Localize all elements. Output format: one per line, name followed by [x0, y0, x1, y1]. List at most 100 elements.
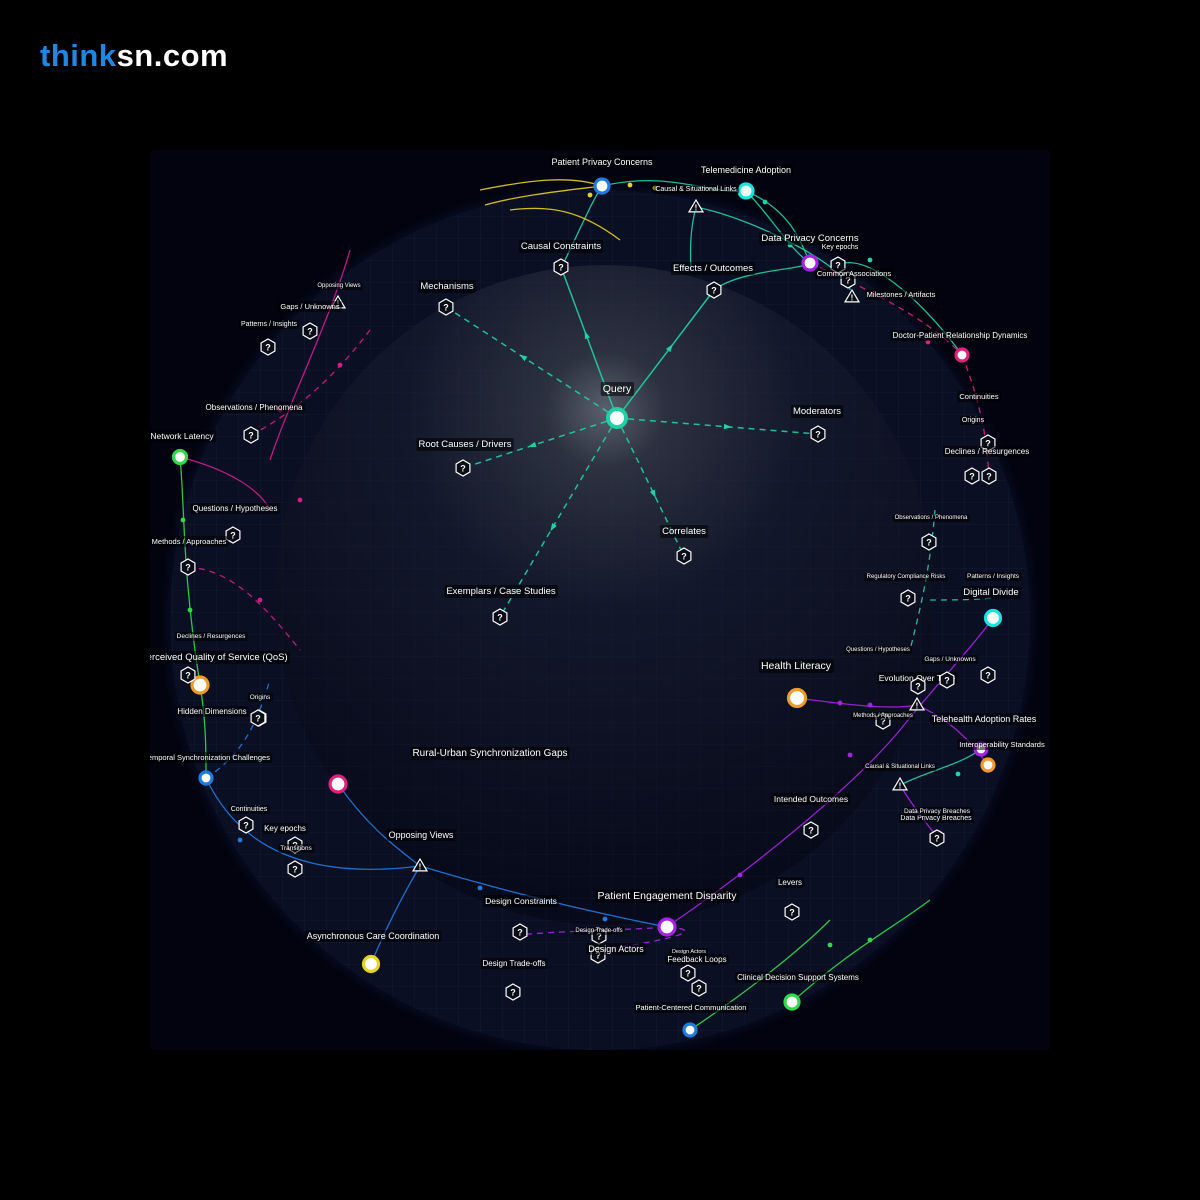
topic-node-patient-privacy-concerns[interactable] — [593, 177, 611, 195]
question-hex-icon[interactable]: ? — [260, 338, 276, 356]
facet-label-design-constraints-bg — [483, 895, 559, 907]
svg-text:?: ? — [985, 671, 991, 681]
warning-icon[interactable]: ! — [411, 857, 429, 872]
topic-node-data-privacy-concerns[interactable] — [801, 254, 819, 272]
topic-node-doctor-patient-relationship-dynamics[interactable] — [954, 347, 970, 363]
topic-node-asynchronous-care-coordination[interactable] — [361, 954, 381, 974]
question-hex-icon[interactable]: ? — [691, 979, 707, 997]
topic-node-telemedicine-adoption[interactable] — [737, 182, 755, 200]
question-hex-icon[interactable]: ? — [225, 526, 241, 544]
question-hex-icon[interactable]: ? — [455, 459, 471, 477]
topic-node-digital-divide[interactable] — [983, 608, 1003, 628]
knowledge-graph-canvas[interactable]: Query?Mechanisms?Causal Constraints?Effe… — [150, 150, 1050, 1050]
question-hex-icon[interactable]: ? — [180, 558, 196, 576]
question-hex-icon[interactable]: ? — [438, 298, 454, 316]
graph-edge — [791, 899, 931, 1003]
warning-icon[interactable]: ! — [687, 198, 705, 213]
question-hex-icon[interactable]: ? — [512, 923, 528, 941]
svg-text:?: ? — [934, 834, 940, 844]
branch-label-effects-outcomes: Effects / Outcomes — [673, 263, 753, 274]
topic-node-telehealth-adoption-rates[interactable] — [980, 757, 996, 773]
topic-node-patient-engagement-disparity[interactable] — [657, 917, 677, 937]
facet-label-declines-resurgences-bg — [174, 632, 249, 641]
facet-label-design-actors: Design Actors — [588, 944, 644, 954]
facet-label-declines-resurgences: Declines / Resurgences — [945, 447, 1029, 456]
warning-icon[interactable]: ! — [843, 288, 861, 303]
facet-label-data-privacy-breaches: Data Privacy Breaches — [904, 808, 971, 815]
question-hex-icon[interactable]: ? — [929, 829, 945, 847]
svg-text:?: ? — [517, 928, 523, 938]
question-hex-icon[interactable]: ? — [553, 258, 569, 276]
facet-label-methods-approaches-bg — [851, 712, 915, 720]
topic-node-patient-centered-communication[interactable] — [682, 1022, 698, 1038]
facet-label-origins-bg — [959, 416, 987, 425]
svg-text:?: ? — [845, 276, 851, 286]
edge-arrow — [528, 441, 537, 447]
warning-icon[interactable]: ! — [908, 696, 926, 711]
question-hex-icon[interactable]: ? — [939, 671, 955, 689]
question-hex-icon[interactable]: ? — [680, 964, 696, 982]
edge-dot — [602, 916, 608, 922]
question-hex-icon[interactable]: ? — [810, 425, 826, 443]
facet-label-design-trade-offs-bg — [480, 958, 548, 969]
question-hex-icon[interactable]: ? — [238, 816, 254, 834]
facet-label-data-privacy-breaches-bg — [901, 807, 973, 816]
topic-node-health-literacy[interactable] — [786, 687, 808, 709]
question-hex-icon[interactable]: ? — [980, 666, 996, 684]
edge-arrow — [550, 522, 557, 532]
question-hex-icon[interactable]: ? — [784, 903, 800, 921]
facet-label-origins: Origins — [962, 417, 985, 424]
facet-label-questions-hypotheses: Questions / Hypotheses — [846, 647, 910, 653]
facet-label-common-associations-bg — [814, 268, 894, 279]
graph-panel[interactable]: Query?Mechanisms?Causal Constraints?Effe… — [150, 150, 1050, 1050]
facet-label-key-epochs: Key epochs — [264, 824, 306, 833]
warning-icon[interactable]: ! — [891, 776, 909, 791]
facet-label-causal-situational-links-bg — [863, 763, 937, 771]
topic-node-network-latency[interactable] — [171, 448, 189, 466]
facet-label-hidden-dimensions: Hidden Dimensions — [177, 707, 246, 716]
question-hex-icon[interactable]: ? — [803, 821, 819, 839]
question-hex-icon[interactable]: ? — [964, 467, 980, 485]
brand-suffix: sn.com — [116, 38, 229, 73]
facet-label-design-trade-offs: Design Trade-offs — [575, 928, 622, 934]
question-hex-icon[interactable]: ? — [900, 589, 916, 607]
question-hex-icon[interactable]: ? — [921, 533, 937, 551]
svg-text:?: ? — [185, 563, 191, 573]
question-hex-icon[interactable]: ? — [243, 426, 259, 444]
svg-text:?: ? — [510, 988, 516, 998]
topic-node-perceived-quality-of-service-qos[interactable] — [190, 675, 210, 695]
edge-dot — [847, 752, 853, 758]
edge-arrow — [723, 423, 733, 430]
topic-label-health-literacy-bg — [758, 659, 834, 673]
branch-label-root-causes-drivers-bg — [416, 438, 514, 451]
question-hex-icon[interactable]: ? — [250, 709, 266, 727]
svg-text:!: ! — [916, 702, 919, 711]
facet-label-levers: Levers — [778, 878, 802, 887]
graph-edge — [337, 783, 421, 867]
question-hex-icon[interactable]: ? — [981, 467, 997, 485]
question-hex-icon[interactable]: ? — [492, 608, 508, 626]
question-hex-icon[interactable]: ? — [302, 322, 318, 340]
topic-label-network-latency: Network Latency — [150, 431, 214, 441]
facet-label-milestones-artifacts-bg — [864, 289, 938, 300]
facet-label-regulatory-compliance-risks-bg — [864, 573, 948, 581]
question-hex-icon[interactable]: ? — [505, 983, 521, 1001]
question-hex-icon[interactable]: ? — [706, 281, 722, 299]
topic-node-clinical-decision-support-systems[interactable] — [783, 993, 801, 1011]
facet-label-opposing-views: Opposing Views — [317, 283, 360, 289]
edge-dot — [837, 700, 843, 706]
facet-label-patterns-insights-bg — [964, 572, 1022, 581]
svg-text:?: ? — [905, 594, 911, 604]
question-hex-icon[interactable]: ? — [910, 677, 926, 695]
edge-dot — [867, 937, 873, 943]
facet-label-declines-resurgences: Declines / Resurgences — [177, 633, 246, 640]
topic-node-temporal-synchronization-challenges[interactable] — [198, 770, 214, 786]
question-hex-icon[interactable]: ? — [287, 860, 303, 878]
question-hex-icon[interactable]: ? — [180, 666, 196, 684]
graph-edge — [909, 509, 936, 651]
graph-edge — [250, 329, 371, 436]
topic-node-rural-urban-synchronization-gaps[interactable] — [328, 774, 348, 794]
facet-label-origins: Origins — [250, 694, 271, 701]
query-node[interactable] — [606, 407, 628, 429]
question-hex-icon[interactable]: ? — [676, 547, 692, 565]
